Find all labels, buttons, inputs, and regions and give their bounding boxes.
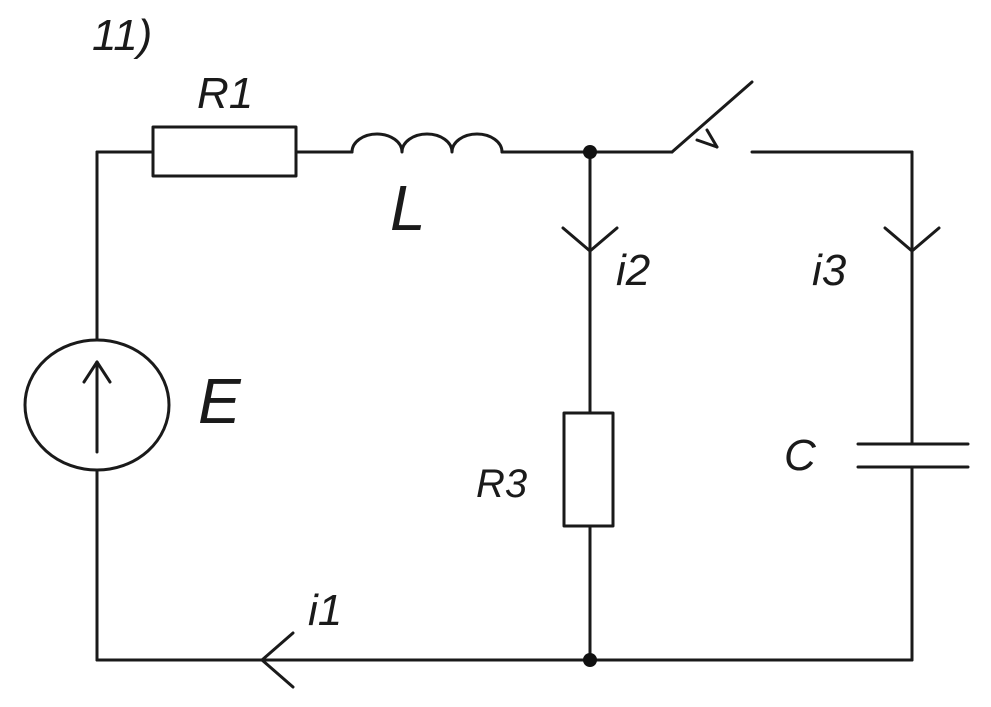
- i2-label: i2: [616, 246, 650, 295]
- l-label: L: [390, 172, 426, 244]
- junction-node-bottom: [583, 653, 597, 667]
- current-arrow-i2: [561, 226, 619, 253]
- resistor-r3: [562, 411, 615, 528]
- current-arrow-i1: [260, 631, 295, 689]
- r3-label: R3: [476, 462, 527, 506]
- wires: [95, 150, 914, 662]
- i1-label: i1: [308, 586, 342, 635]
- junction-node-top: [583, 145, 597, 159]
- problem-number: 11): [92, 11, 152, 60]
- i3-label: i3: [812, 246, 847, 295]
- resistor-r1: [151, 125, 298, 178]
- capacitor-c: [856, 442, 970, 469]
- r1-label: R1: [197, 69, 253, 118]
- current-arrow-i3: [883, 226, 941, 253]
- inductor-l: [350, 132, 504, 154]
- e-label: E: [198, 365, 242, 437]
- voltage-source-e: [23, 338, 171, 472]
- switch: [670, 80, 754, 154]
- c-label: C: [784, 431, 817, 480]
